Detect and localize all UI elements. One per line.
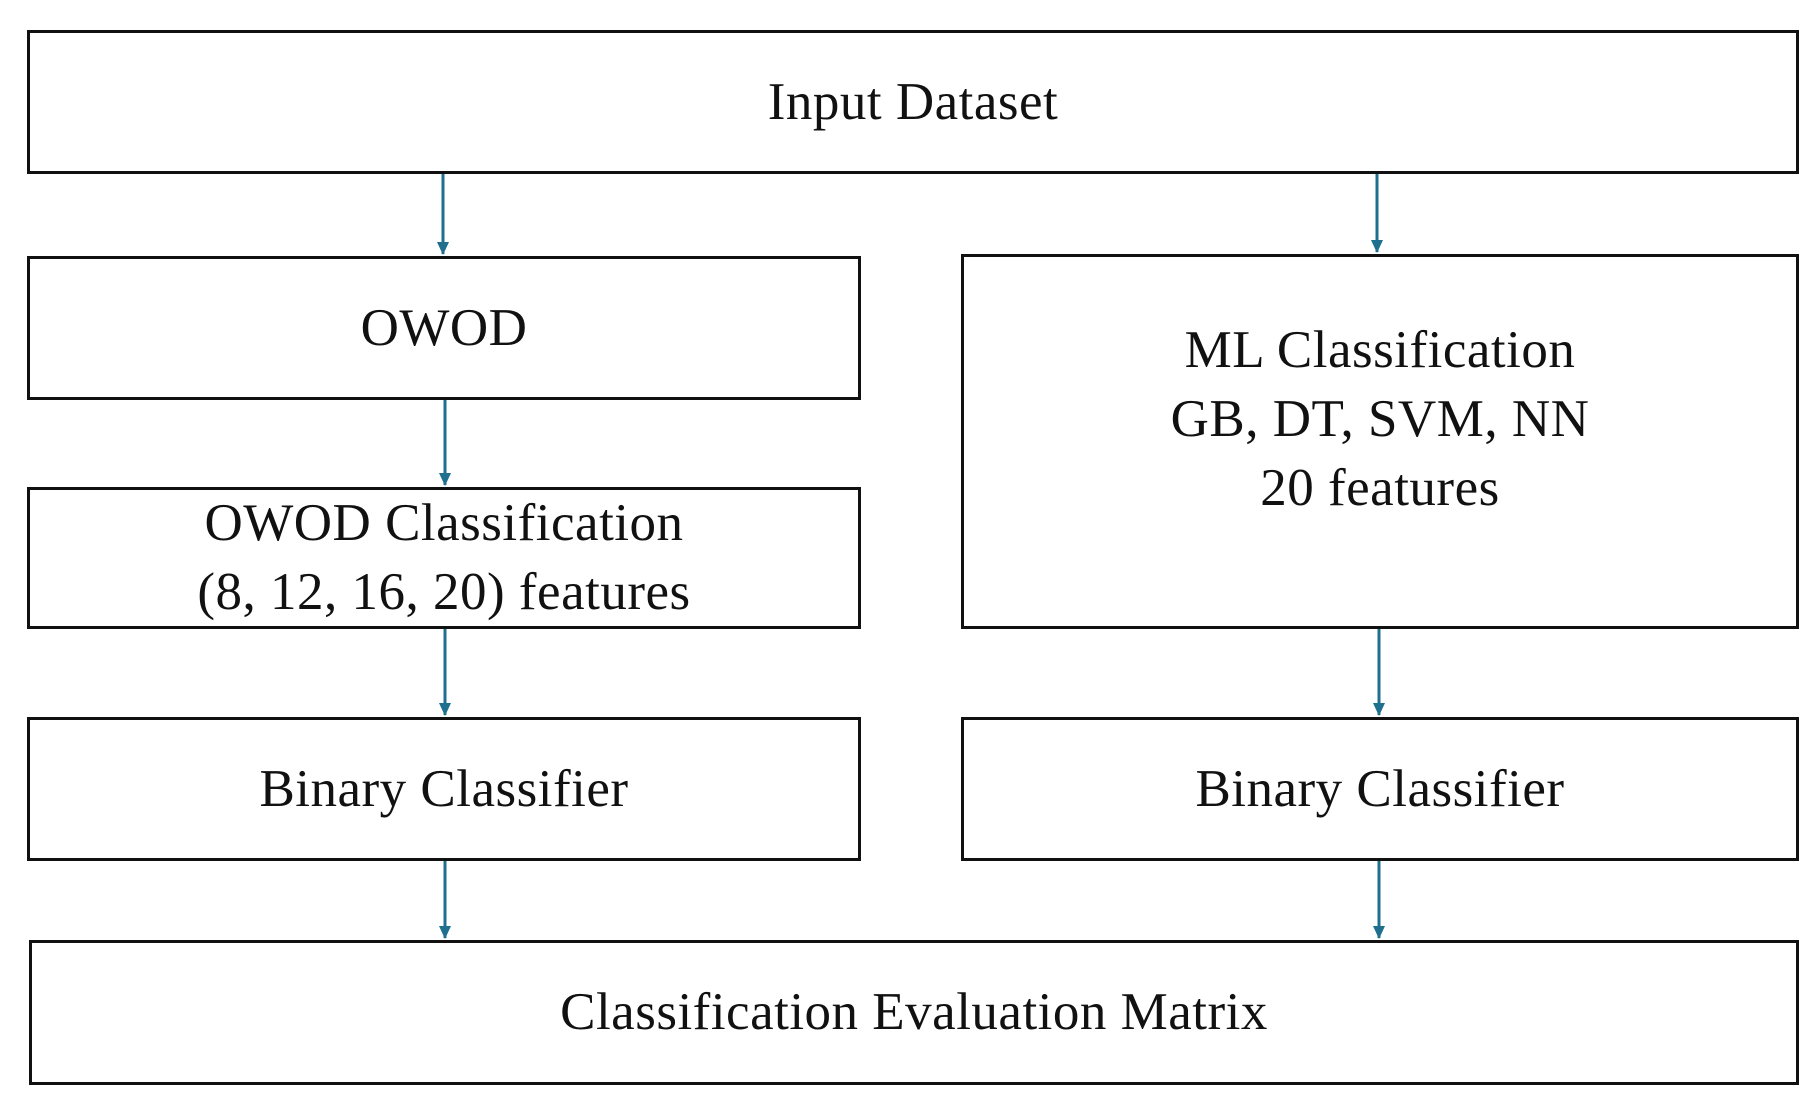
classification-evaluation-matrix-box: Classification Evaluation Matrix xyxy=(29,940,1799,1085)
binary-classifier-right-box: Binary Classifier xyxy=(961,717,1799,861)
input-dataset-box: Input Dataset xyxy=(27,30,1799,174)
owod-box: OWOD xyxy=(27,256,861,400)
owod-classification-features: (8, 12, 16, 20) features xyxy=(197,563,691,621)
ml-classification-box: ML Classification GB, DT, SVM, NN 20 fea… xyxy=(961,254,1799,629)
owod-classification-box: OWOD Classification (8, 12, 16, 20) feat… xyxy=(27,487,861,629)
ml-classification-text: ML Classification GB, DT, SVM, NN 20 fea… xyxy=(1171,316,1590,523)
classification-evaluation-matrix-label: Classification Evaluation Matrix xyxy=(560,983,1268,1042)
binary-classifier-left-box: Binary Classifier xyxy=(27,717,861,861)
owod-label: OWOD xyxy=(360,298,528,357)
ml-classification-models: GB, DT, SVM, NN xyxy=(1170,390,1590,449)
input-dataset-label: Input Dataset xyxy=(767,72,1059,131)
ml-classification-features: 20 features xyxy=(1260,458,1500,517)
binary-classifier-right-label: Binary Classifier xyxy=(1195,759,1565,818)
owod-classification-title: OWOD Classification xyxy=(204,494,684,553)
ml-classification-title: ML Classification xyxy=(1184,321,1576,380)
binary-classifier-left-label: Binary Classifier xyxy=(259,759,629,818)
